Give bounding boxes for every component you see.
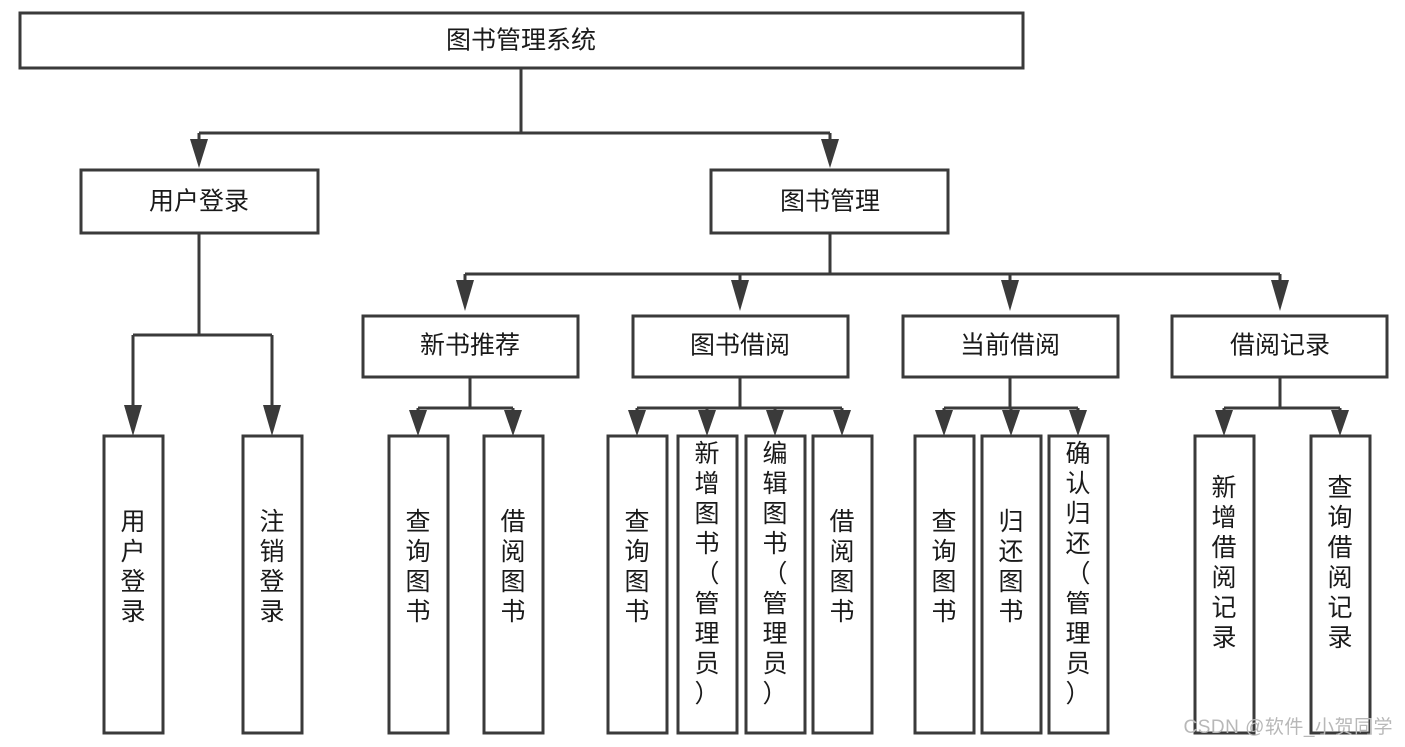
node-user-login-label: 用户登录	[149, 188, 249, 216]
node-leaf-user-login-label: 用户登录	[120, 508, 145, 626]
arrowhead-leaf-return-book	[1002, 410, 1020, 436]
node-current-borrow-box[interactable]	[901, 314, 1120, 379]
node-leaf-edit-book[interactable]: 编辑图书（管理员）	[744, 434, 807, 735]
node-leaf-borrow-book-2-box[interactable]	[811, 434, 874, 735]
node-book-borrow[interactable]: 图书借阅	[631, 314, 850, 379]
arrowhead-leaf-add-record	[1215, 410, 1233, 436]
arrowhead-leaf-add-book	[698, 410, 716, 436]
arrowhead-user-login	[190, 139, 208, 168]
node-leaf-query-book-3-label: 查询图书	[931, 508, 956, 626]
node-new-book-rec-box[interactable]	[361, 314, 580, 379]
node-book-manage-label: 图书管理	[780, 188, 880, 216]
node-leaf-borrow-book-2-label: 借阅图书	[829, 508, 854, 626]
arrowhead-leaf-query-record	[1331, 410, 1349, 436]
node-leaf-user-login-box[interactable]	[102, 434, 165, 735]
node-leaf-query-record-box[interactable]	[1309, 434, 1372, 735]
arrowhead-leaf-query-book-3	[935, 410, 953, 436]
connector-layer	[124, 68, 1349, 436]
node-book-manage[interactable]: 图书管理	[709, 168, 950, 235]
node-leaf-edit-book-box[interactable]	[744, 434, 807, 735]
node-leaf-query-book-3[interactable]: 查询图书	[913, 434, 976, 735]
arrowhead-borrow-record	[1271, 280, 1289, 311]
node-leaf-query-book-2-label: 查询图书	[624, 508, 649, 626]
node-leaf-borrow-book-2[interactable]: 借阅图书	[811, 434, 874, 735]
node-book-manage-box[interactable]	[709, 168, 950, 235]
node-leaf-borrow-book-1-label: 借阅图书	[500, 508, 525, 626]
node-user-login-box[interactable]	[79, 168, 320, 235]
node-leaf-logout-login-label: 注销登录	[259, 508, 284, 626]
node-leaf-return-book-label: 归还图书	[998, 508, 1023, 626]
node-leaf-return-book-box[interactable]	[980, 434, 1043, 735]
arrowhead-leaf-query-book-1	[409, 410, 427, 436]
node-leaf-add-record-label: 新增借阅记录	[1211, 474, 1236, 652]
node-borrow-record-label: 借阅记录	[1230, 332, 1330, 360]
node-leaf-query-book-1[interactable]: 查询图书	[387, 434, 450, 735]
node-leaf-query-record-label: 查询借阅记录	[1327, 474, 1352, 652]
arrowhead-new-book-rec	[456, 280, 474, 311]
arrowhead-leaf-borrow-book-2	[833, 410, 851, 436]
node-leaf-query-book-3-box[interactable]	[913, 434, 976, 735]
node-leaf-query-book-2-box[interactable]	[606, 434, 669, 735]
node-leaf-add-record-box[interactable]	[1193, 434, 1256, 735]
arrowhead-leaf-borrow-book-1	[504, 410, 522, 436]
node-leaf-borrow-book-1-box[interactable]	[482, 434, 545, 735]
node-borrow-record-box[interactable]	[1170, 314, 1389, 379]
node-leaf-add-book-label: 新增图书（管理员）	[694, 440, 719, 708]
node-leaf-confirm-return-label: 确认归还（管理员）	[1065, 440, 1090, 708]
node-root-box[interactable]	[18, 11, 1025, 70]
node-leaf-borrow-book-1[interactable]: 借阅图书	[482, 434, 545, 735]
arrowhead-leaf-edit-book	[766, 410, 784, 436]
node-current-borrow-label: 当前借阅	[960, 332, 1060, 360]
node-leaf-logout-login-box[interactable]	[241, 434, 304, 735]
arrowhead-book-manage	[821, 139, 839, 168]
node-new-book-rec[interactable]: 新书推荐	[361, 314, 580, 379]
node-new-book-rec-label: 新书推荐	[420, 332, 520, 360]
node-current-borrow[interactable]: 当前借阅	[901, 314, 1120, 379]
node-book-borrow-label: 图书借阅	[690, 332, 790, 360]
node-leaf-query-book-1-label: 查询图书	[405, 508, 430, 626]
node-leaf-query-book-1-box[interactable]	[387, 434, 450, 735]
arrowhead-book-borrow	[731, 280, 749, 311]
node-leaf-edit-book-label: 编辑图书（管理员）	[762, 440, 787, 708]
node-leaf-confirm-return-box[interactable]	[1047, 434, 1110, 735]
node-leaf-query-record[interactable]: 查询借阅记录	[1309, 434, 1372, 735]
node-leaf-add-record[interactable]: 新增借阅记录	[1193, 434, 1256, 735]
node-leaf-return-book[interactable]: 归还图书	[980, 434, 1043, 735]
node-borrow-record[interactable]: 借阅记录	[1170, 314, 1389, 379]
node-user-login[interactable]: 用户登录	[79, 168, 320, 235]
node-root-label: 图书管理系统	[446, 27, 596, 55]
node-leaf-query-book-2[interactable]: 查询图书	[606, 434, 669, 735]
arrowhead-current-borrow	[1001, 280, 1019, 311]
arrowhead-leaf-query-book-2	[628, 410, 646, 436]
arrowhead-leaf-user-login	[124, 405, 142, 436]
arrowhead-leaf-confirm-return	[1069, 410, 1087, 436]
node-leaf-add-book[interactable]: 新增图书（管理员）	[676, 434, 739, 735]
node-leaf-add-book-box[interactable]	[676, 434, 739, 735]
arrowhead-leaf-logout-login	[263, 405, 281, 436]
node-leaf-user-login[interactable]: 用户登录	[102, 434, 165, 735]
node-leaf-logout-login[interactable]: 注销登录	[241, 434, 304, 735]
node-book-borrow-box[interactable]	[631, 314, 850, 379]
node-root[interactable]: 图书管理系统	[18, 11, 1025, 70]
node-leaf-confirm-return[interactable]: 确认归还（管理员）	[1047, 434, 1110, 735]
